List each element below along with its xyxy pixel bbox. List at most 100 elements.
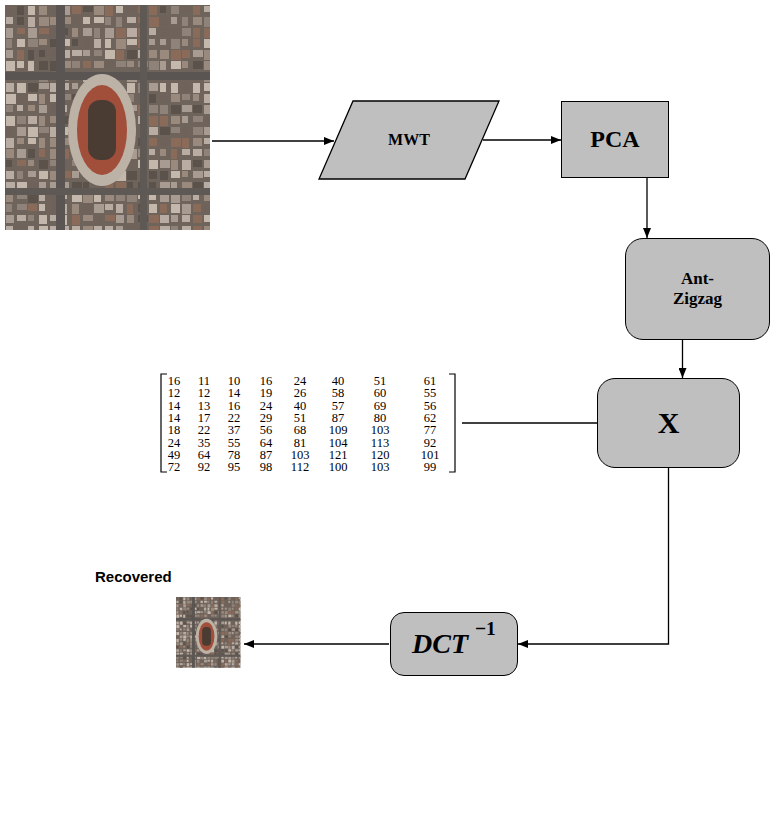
city-block	[39, 83, 49, 89]
city-block	[182, 50, 190, 58]
matrix-cell: 51	[294, 412, 307, 424]
city-block	[160, 182, 170, 189]
city-block	[149, 182, 156, 189]
city-block	[28, 127, 38, 137]
matrix-cell: 99	[424, 461, 437, 473]
city-block	[17, 138, 24, 144]
city-block	[182, 138, 189, 148]
city-block	[193, 83, 200, 93]
city-block	[39, 105, 47, 113]
city-block	[193, 61, 203, 69]
city-block	[17, 149, 26, 158]
city-block	[28, 116, 37, 124]
city-block	[28, 28, 37, 38]
image-ground	[5, 5, 210, 230]
city-block	[6, 17, 13, 24]
city-block	[149, 105, 158, 113]
city-block	[204, 127, 210, 135]
city-block	[6, 39, 12, 48]
city-block	[83, 61, 91, 68]
node-label: Ant- Zigzag	[673, 269, 722, 308]
city-block	[171, 116, 180, 124]
city-block	[204, 138, 210, 144]
city-block	[6, 171, 14, 179]
node-label: PCA	[590, 126, 639, 154]
city-block	[160, 6, 166, 13]
city-block	[160, 116, 168, 126]
city-block	[28, 6, 35, 15]
city-block	[171, 160, 178, 170]
city-block	[94, 204, 104, 213]
city-block	[182, 17, 188, 26]
city-block	[204, 94, 210, 103]
city-block	[149, 83, 158, 91]
city-block	[193, 50, 203, 57]
matrix-cell: 16	[228, 400, 241, 412]
city-block	[127, 6, 134, 12]
city-block	[39, 149, 45, 157]
city-block	[116, 39, 126, 49]
city-block	[182, 149, 190, 155]
matrix-cell: 57	[332, 400, 345, 412]
city-block	[149, 6, 157, 15]
node-label: DCT	[412, 628, 468, 660]
matrix-cell: 40	[332, 375, 345, 387]
city-block	[204, 116, 210, 123]
city-block	[39, 6, 47, 15]
city-block	[127, 61, 134, 67]
city-block	[127, 39, 137, 45]
city-block	[39, 17, 49, 26]
matrix-cell: 92	[424, 437, 437, 449]
city-block	[116, 61, 126, 67]
city-block	[83, 28, 92, 36]
city-block	[83, 204, 92, 213]
city-block	[83, 39, 90, 48]
city-block	[105, 226, 113, 230]
city-block	[182, 83, 189, 91]
matrix-cell: 92	[198, 461, 211, 473]
city-block	[6, 160, 12, 167]
city-block	[149, 204, 157, 213]
matrix-cell: 80	[374, 412, 387, 424]
city-block	[39, 94, 45, 104]
city-block	[17, 116, 26, 124]
matrix-cell: 13	[198, 400, 211, 412]
city-block	[160, 105, 168, 114]
city-block	[50, 127, 56, 137]
city-block	[17, 39, 25, 47]
flow-arrow	[518, 468, 669, 644]
city-block	[83, 6, 93, 12]
matrix-cell: 61	[424, 375, 437, 387]
city-block	[6, 83, 14, 92]
city-block	[28, 171, 36, 177]
city-block	[6, 127, 12, 136]
output-arrow	[244, 643, 389, 644]
city-block	[17, 215, 26, 221]
city-block	[94, 39, 101, 48]
city-block	[83, 50, 90, 56]
city-block	[171, 105, 181, 114]
city-block	[105, 17, 111, 25]
matrix-cell: 24	[294, 375, 307, 387]
city-block	[204, 61, 210, 70]
city-block	[204, 50, 210, 60]
city-block	[28, 83, 38, 92]
city-block	[39, 127, 49, 133]
city-block	[72, 83, 78, 89]
city-block	[72, 171, 79, 178]
city-block	[171, 138, 181, 147]
city-block	[193, 39, 200, 47]
city-block	[171, 50, 181, 60]
city-block	[105, 204, 113, 210]
city-block	[94, 50, 102, 56]
city-block	[160, 61, 166, 70]
city-block	[149, 171, 157, 179]
input-arrow	[212, 140, 334, 141]
city-block	[171, 171, 180, 178]
city-block	[116, 226, 123, 230]
city-block	[160, 160, 170, 168]
city-block	[171, 127, 180, 133]
city-block	[149, 226, 159, 230]
city-block	[28, 94, 37, 101]
city-block	[6, 204, 12, 212]
